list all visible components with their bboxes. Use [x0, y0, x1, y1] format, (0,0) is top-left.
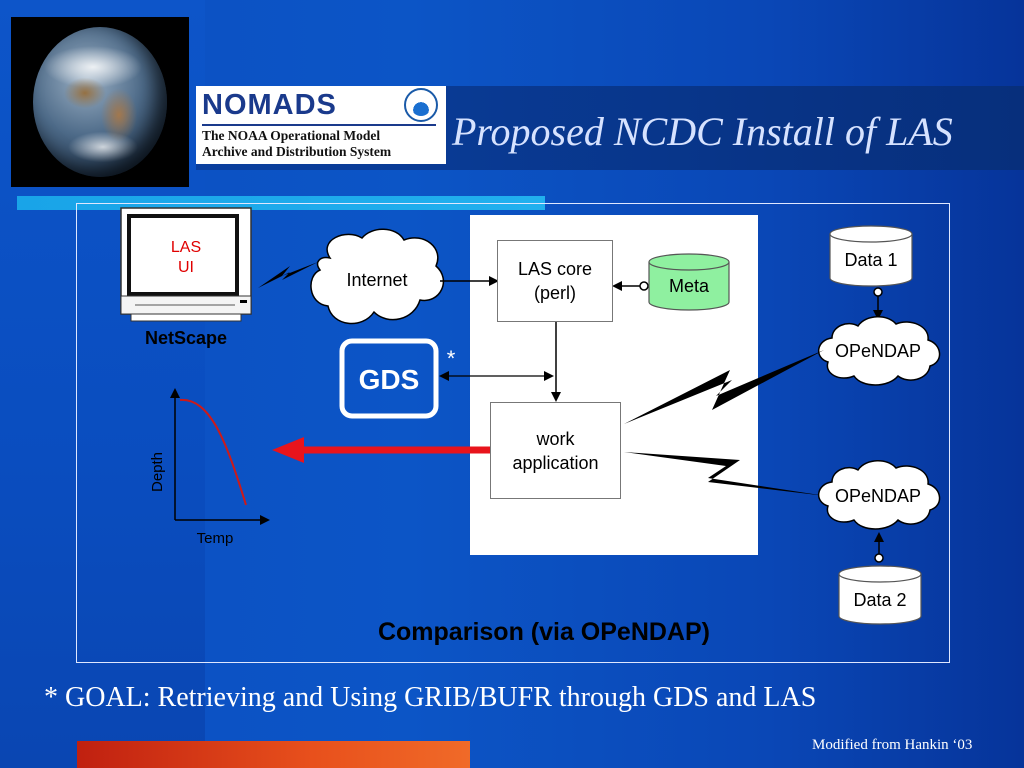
data2-link-node: [874, 553, 884, 563]
gds-asterisk: *: [447, 346, 456, 371]
data1-label: Data 1: [844, 250, 897, 270]
gds-box: [339, 338, 439, 419]
las-ui-label-line2: UI: [178, 259, 194, 276]
earth-image: [33, 27, 167, 177]
result-arrow-head: [272, 437, 304, 463]
slide-title: Proposed NCDC Install of LAS: [452, 109, 953, 154]
goal-statement: * GOAL: Retrieving and Using GRIB/BUFR t…: [44, 682, 817, 713]
nomads-logo: NOMADS The NOAA Operational Model Archiv…: [196, 86, 446, 164]
opendap-top-cloud-icon: [818, 316, 941, 386]
logo-name: NOMADS: [202, 89, 337, 121]
data1-database-icon: [829, 225, 913, 287]
meta-link-node: [639, 281, 649, 291]
internet-label: Internet: [346, 270, 407, 290]
opendap-bottom-label: OPeNDAP: [835, 486, 921, 506]
logo-subtitle-line2: Archive and Distribution System: [202, 144, 392, 159]
bottom-accent-bar: [77, 741, 470, 768]
netscape-label: NetScape: [145, 328, 227, 348]
las-ui-label-line1: LAS: [171, 239, 201, 256]
depth-temp-plot: [170, 388, 270, 525]
plot-xlabel: Temp: [197, 530, 234, 547]
earth-image-frame: [11, 17, 189, 187]
diagram-frame: [76, 203, 950, 663]
opendap-bottom-cloud-icon: [818, 460, 941, 530]
network-link-bolt: [258, 262, 318, 288]
opendap-top-link-bolt: [624, 350, 824, 424]
data2-database-icon: [838, 565, 922, 625]
opendap-top-label: OPeNDAP: [835, 341, 921, 361]
gds-label: GDS: [359, 364, 420, 395]
work-application-box: work application: [490, 402, 621, 499]
logo-subtitle-line1: The NOAA Operational Model: [202, 128, 381, 143]
noaa-emblem-icon: [404, 88, 438, 122]
meta-label: Meta: [669, 276, 710, 296]
credit-note: Modified from Hankin ‘03: [812, 737, 973, 753]
monitor-icon: [120, 207, 252, 322]
meta-database-icon: [648, 253, 730, 311]
data2-label: Data 2: [853, 590, 906, 610]
diagram-caption: Comparison (via OPeNDAP): [378, 618, 710, 646]
las-core-box: LAS core (perl): [497, 240, 613, 322]
profile-curve: [179, 398, 247, 506]
opendap-bottom-link-bolt: [624, 452, 826, 496]
logo-rule: [202, 124, 436, 126]
data1-link-node: [873, 287, 883, 297]
logo-subtitle: The NOAA Operational Model Archive and D…: [202, 128, 391, 160]
internet-cloud-icon: [310, 228, 445, 325]
plot-ylabel: Depth: [149, 452, 166, 492]
